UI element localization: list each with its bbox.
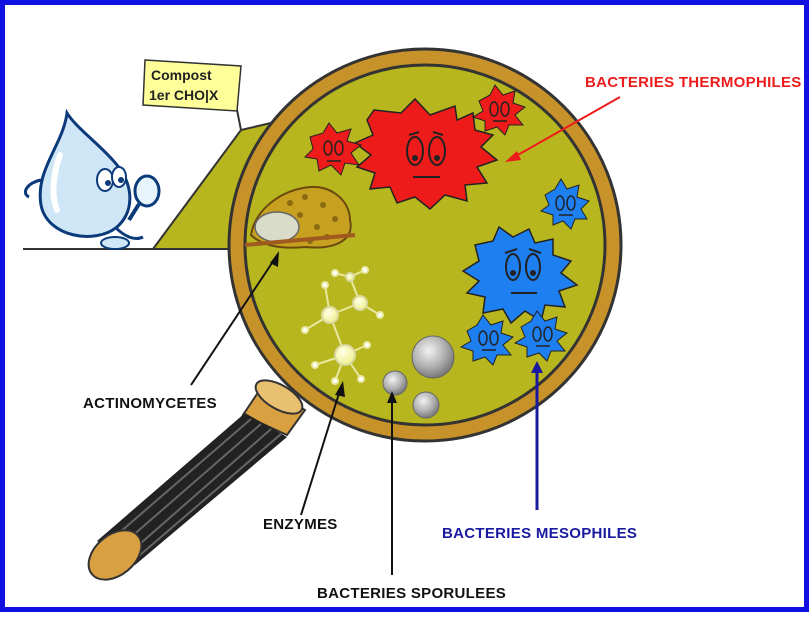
label-thermophiles: BACTERIES THERMOPHILES <box>585 74 802 91</box>
actinomycetes-icon <box>245 185 356 249</box>
magnifying-glass-handle <box>87 379 307 581</box>
label-enzymes: ENZYMES <box>263 516 338 533</box>
compost-microorganisms-diagram: Compost 1er CHO|X <box>23 47 802 602</box>
bacteria-face-icon <box>303 122 363 176</box>
bacteria-face-icon <box>461 225 579 325</box>
arrow-actinomycetes <box>190 256 277 386</box>
label-sporulees: BACTERIES SPORULEES <box>317 585 506 602</box>
mesophile-bacteria-group <box>459 178 590 366</box>
bacteria-face-icon <box>539 178 590 230</box>
bacteria-face-icon <box>353 97 499 210</box>
enzyme-molecule-icon <box>301 266 384 385</box>
spore-icon <box>382 335 455 419</box>
handle-collar <box>254 379 304 415</box>
compost-sign: Compost 1er CHO|X <box>142 59 242 131</box>
water-drop-mascot-icon <box>24 108 161 250</box>
arrow-enzymes <box>300 386 342 516</box>
bacteria-face-icon <box>471 84 527 136</box>
label-mesophiles: BACTERIES MESOPHILES <box>442 525 637 542</box>
sign-line-2: 1er CHO|X <box>149 87 219 103</box>
arrow-thermophiles <box>508 96 621 161</box>
label-arrows <box>190 96 621 575</box>
handle-end-cap <box>87 529 143 581</box>
small-magnifier-icon <box>133 174 161 208</box>
thermophile-bacteria-group <box>303 84 527 210</box>
label-actinomycetes: ACTINOMYCETES <box>83 395 217 412</box>
sign-line-1: Compost <box>151 67 212 83</box>
